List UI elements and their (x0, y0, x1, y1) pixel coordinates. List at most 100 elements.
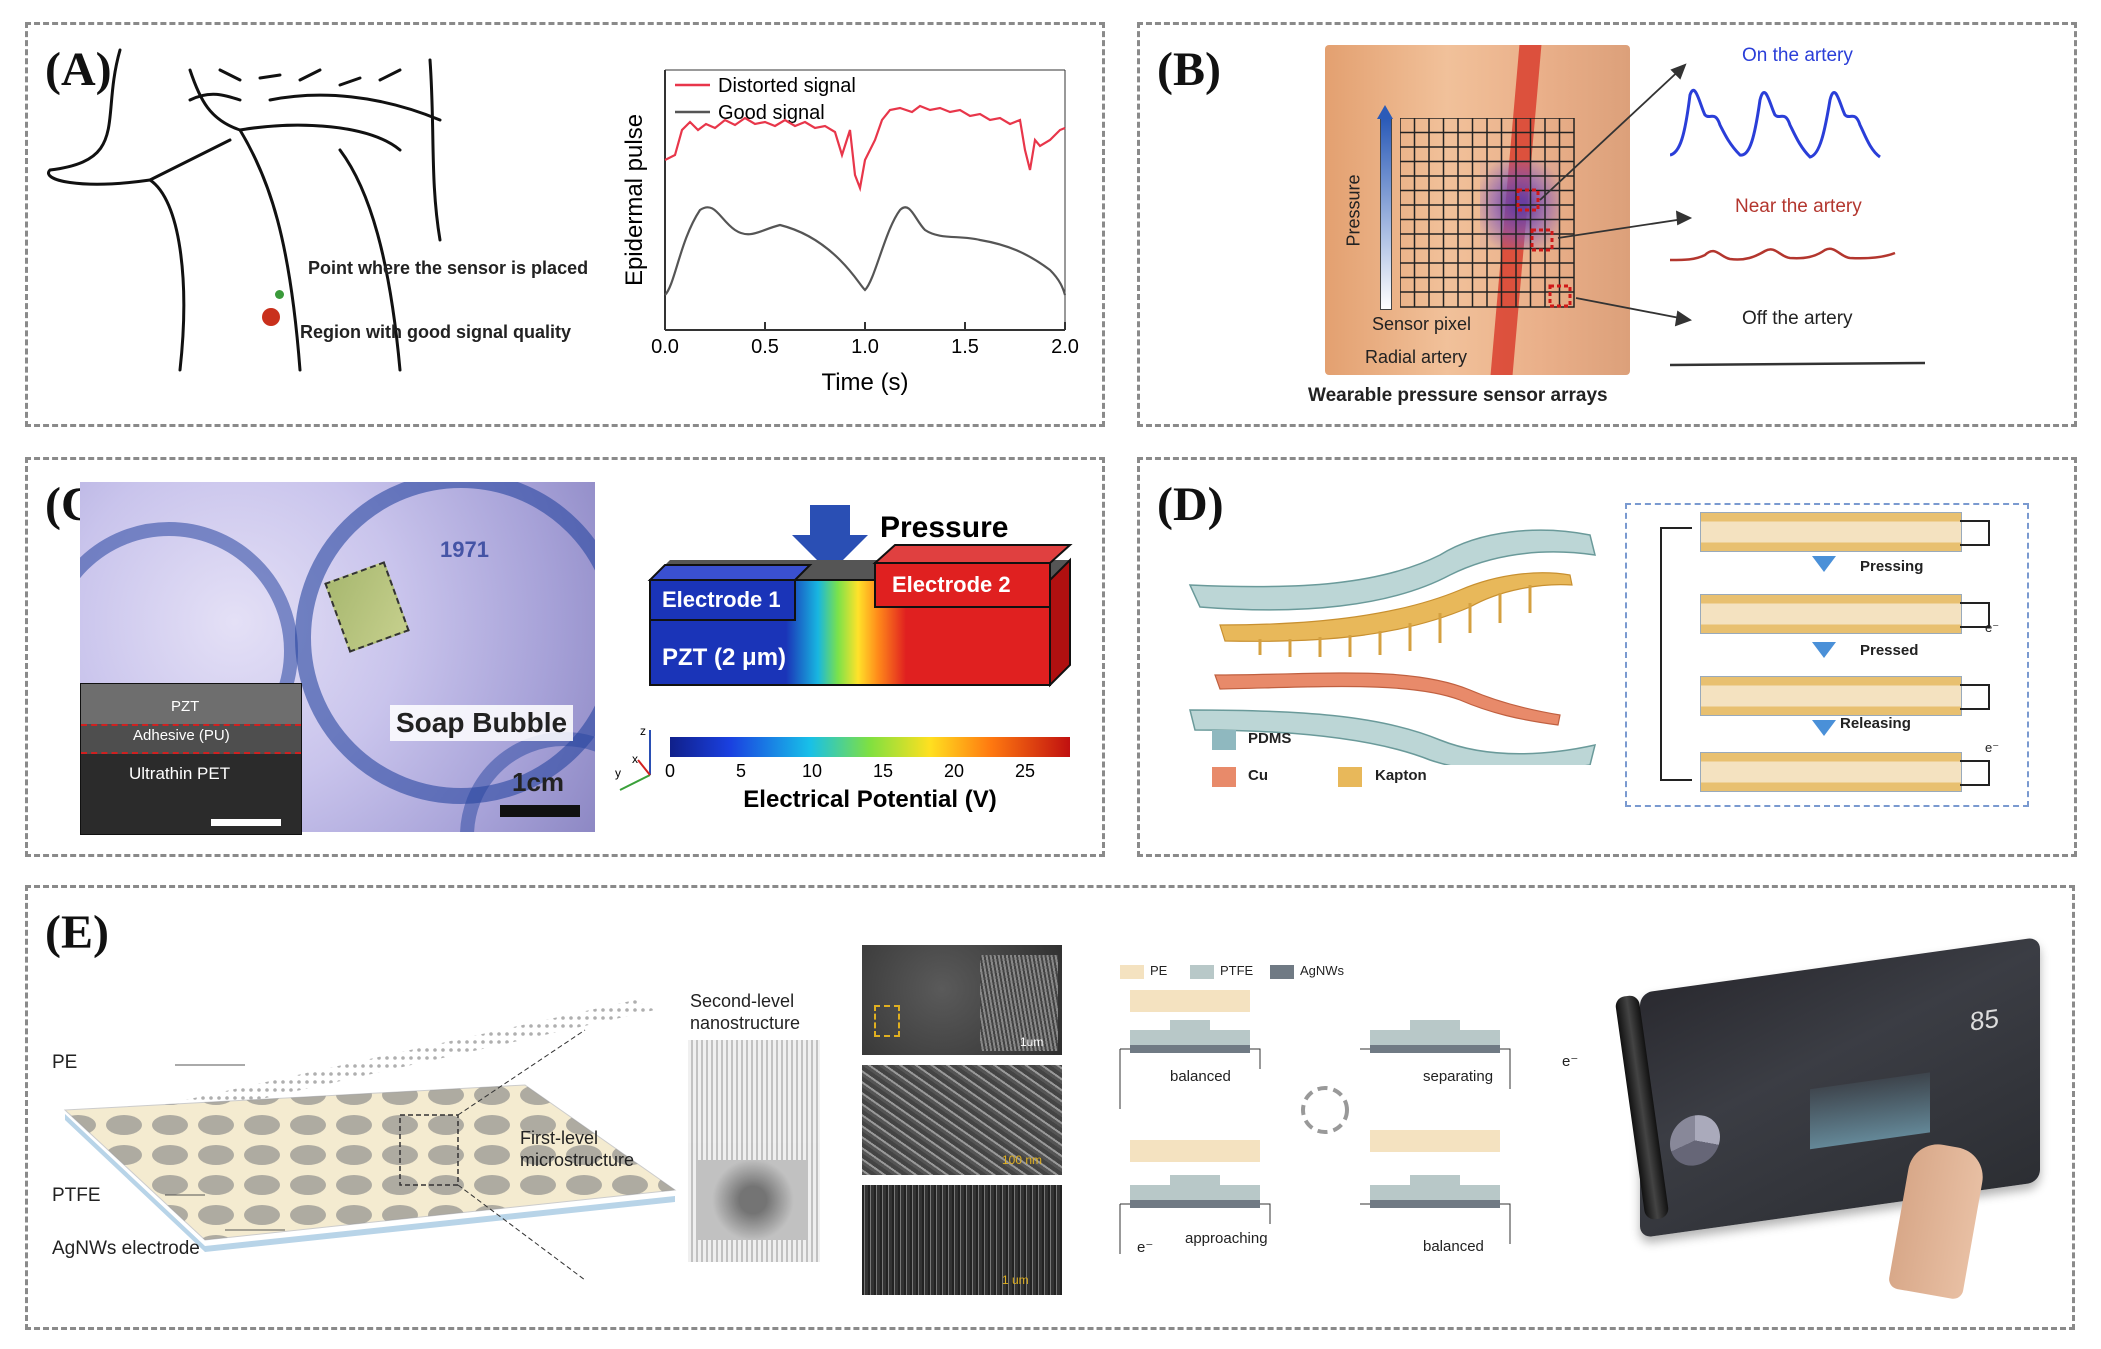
kapton-layer (1219, 572, 1573, 642)
leg-pe: PE (1150, 963, 1168, 978)
state-approaching: approaching (1185, 1230, 1268, 1247)
state-pressed (1700, 594, 1962, 634)
cu-layer (1214, 672, 1561, 726)
panel-e-label: (E) (45, 906, 109, 959)
near-artery-waveform (1670, 247, 1896, 262)
pzt-layer (81, 684, 301, 724)
working-mechanism-box (1625, 503, 2029, 807)
panel-e (25, 885, 2075, 1330)
second-level-label: Second-level nanostructure (690, 991, 801, 1033)
step-pressed-label: Pressed (1860, 642, 1919, 659)
cb-tick-3: 15 (873, 761, 893, 781)
inset-microstructure (698, 1160, 808, 1240)
pressure-arrow (792, 505, 868, 573)
panel-b-caption: Wearable pressure sensor arrays (1308, 385, 1608, 406)
load-1 (1960, 520, 1990, 546)
cross-section-inset: PZT Adhesive (PU) Ultrathin PET (80, 683, 302, 835)
panel-b-label: (B) (1157, 43, 1221, 96)
electron-label-e2: e⁻ (1137, 1239, 1154, 1256)
electrode-2-top (872, 544, 1073, 564)
axes-triad: z y x (615, 724, 651, 791)
zoom-inset (688, 1040, 820, 1262)
sensor-point-marker (275, 290, 284, 299)
ptfe-label: PTFE (52, 1185, 101, 1206)
sem-scale-1: 1um (1020, 1035, 1044, 1049)
cb-tick-5: 25 (1015, 761, 1035, 781)
agnws-layer (65, 1114, 675, 1252)
axis-y: y (615, 766, 621, 780)
cb-tick-1: 5 (736, 761, 746, 781)
cycle-indicator (1301, 1086, 1349, 1134)
pixel-near (1530, 228, 1554, 252)
leg-pe-swatch (1120, 965, 1144, 979)
ptfe-pattern (65, 1085, 675, 1240)
legend-cu: Cu (1248, 767, 1268, 784)
x-axis-label: Time (s) (821, 369, 908, 396)
pzt-block-label: PZT (2 μm) (662, 644, 786, 671)
electrode-2-label: Electrode 2 (892, 572, 1011, 597)
cycle-separating (1360, 1020, 1511, 1089)
pressure-arrow-head (1377, 105, 1393, 119)
sensor-point-label: Point where the sensor is placed (308, 258, 589, 278)
electron-label-e1: e⁻ (1562, 1053, 1579, 1070)
axis-z: z (640, 724, 646, 738)
panel-d-label: (D) (1157, 478, 1224, 531)
tribo-cycle-diagram (1119, 990, 1511, 1254)
electron-label-d1: e⁻ (1985, 620, 2000, 635)
display-chart (1810, 1072, 1930, 1150)
pixel-off (1548, 284, 1572, 308)
sensor-pixel-label: Sensor pixel (1372, 314, 1472, 334)
state-pressing (1700, 512, 1962, 552)
layered-tribo-illustration (63, 1000, 677, 1281)
electrode-2 (874, 562, 1051, 608)
sem-scale-3: 1 um (1002, 1273, 1029, 1287)
loop-line (1660, 527, 1692, 781)
cb-tick-4: 20 (944, 761, 964, 781)
off-artery-waveform (1670, 361, 1926, 367)
leg-agnws-swatch (1270, 965, 1294, 979)
cb-tick-2: 10 (802, 761, 822, 781)
state-balanced-bottom: balanced (1423, 1238, 1484, 1255)
state-separating: separating (1423, 1068, 1494, 1085)
photo-scale-label: 1cm (512, 767, 565, 797)
electrode-1-label: Electrode 1 (662, 587, 781, 612)
electrode-1 (649, 579, 796, 621)
on-artery-label: On the artery (1742, 45, 1853, 66)
load-2 (1960, 602, 1990, 628)
adhesive-layer-label: Adhesive (PU) (133, 727, 230, 744)
on-artery-waveform (1670, 88, 1881, 159)
pixel-on (1516, 188, 1540, 212)
cycle-approaching (1119, 1140, 1271, 1254)
pzt-layer-label: PZT (171, 698, 200, 715)
good-signal-line (664, 206, 1067, 296)
cycle-balanced-bottom (1360, 1130, 1511, 1244)
pet-layer-label: Ultrathin PET (129, 764, 231, 783)
artery-waveforms (1670, 88, 1926, 367)
distorted-signal-line (664, 104, 1066, 193)
x-tick-2: 1.0 (851, 336, 879, 358)
legend-pdms: PDMS (1248, 730, 1292, 747)
display-value: 85 (1970, 1002, 1999, 1037)
pressure-axis-label: Pressure (1343, 174, 1364, 247)
load-3 (1960, 684, 1990, 710)
pe-label: PE (52, 1052, 78, 1073)
photo-scale-bar (500, 805, 580, 817)
axis-x: x (632, 752, 638, 766)
step-releasing-label: Releasing (1840, 715, 1911, 732)
zoom-box (399, 1114, 459, 1186)
soap-bubble-label: Soap Bubble (390, 705, 574, 741)
pulse-chart: 0.0 0.5 1.0 1.5 2.0 Time (s) Epidermal p… (621, 69, 1079, 396)
layered-device-illustration (1188, 529, 1597, 765)
electron-label-d2: e⁻ (1985, 740, 2000, 755)
x-tick-4: 2.0 (1051, 336, 1079, 358)
x-tick-3: 1.5 (951, 336, 979, 358)
cb-tick-0: 0 (665, 761, 675, 781)
pzt-side (1049, 557, 1071, 688)
state-releasing (1700, 752, 1962, 792)
sem-image-1: 1um (862, 945, 1062, 1055)
panel-b (1137, 22, 2077, 427)
off-artery-label: Off the artery (1742, 308, 1853, 329)
cycle-balanced-top (1119, 990, 1261, 1109)
pzt-potential-model: Pressure Electrode 1 Electrode 2 PZT (2 … (615, 505, 1073, 813)
pressure-label: Pressure (880, 511, 1008, 544)
